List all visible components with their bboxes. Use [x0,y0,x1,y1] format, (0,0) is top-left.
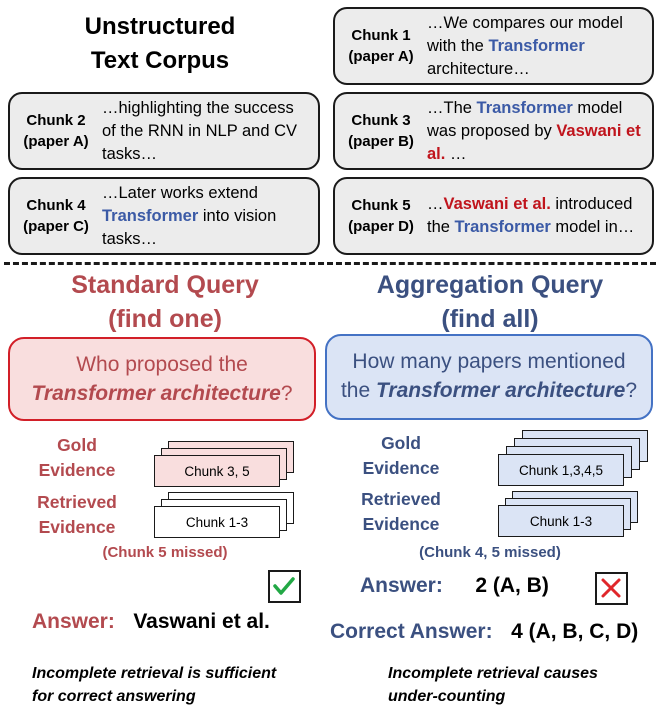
check-box [268,570,301,603]
highlight-term: Transformer [102,206,199,225]
check-icon [273,577,295,595]
aggregation-retrieved-evidence-label: Retrieved Evidence [361,489,441,534]
chunk-label: Chunk 3 (paper B) [348,112,414,150]
chunk-3-box: Chunk 3 (paper B) …The Transformer model… [333,92,654,170]
chunk-5-box: Chunk 5 (paper D) …Vaswani et al. introd… [333,177,654,255]
standard-retrieved-evidence-label: Retrieved Evidence [37,492,117,537]
chunk-text: …highlighting the success of the RNN in … [102,97,318,166]
highlight-term: Transformer [476,98,573,117]
aggregation-gold-evidence-label: Gold Evidence [362,433,440,478]
standard-note: Incomplete retrieval is sufficient for c… [32,665,277,705]
aggregation-answer: Answer: 2 (A, B) [360,574,549,598]
chunk-4-box: Chunk 4 (paper C) …Later works extend Tr… [8,177,320,255]
chunk-text-segment: …Later works extend [102,183,258,202]
aggregation-retrieved-card: Chunk 1-3 [498,505,624,537]
chunk-text: …Vaswani et al. introduced the Transform… [427,193,652,239]
standard-answer: Answer: Vaswani et al. [32,610,270,634]
chunk-1-box: Chunk 1 (paper A) …We compares our model… [333,7,654,85]
chunk-label: Chunk 2 (paper A) [23,112,89,150]
chunk-text-segment: model in… [550,218,635,236]
chunk-text-segment: …We compares our model with the [427,13,623,55]
corpus-title: Unstructured Text Corpus [40,10,280,78]
chunk-text-segment: into vision tasks… [102,206,277,248]
standard-query-title: Standard Query (find one) [71,271,259,333]
aggregation-query-title: Aggregation Query (find all) [376,271,604,333]
chunk-text-segment: model was proposed by [427,98,623,140]
standard-question-box: Who proposed the Transformer architectur… [8,337,316,421]
standard-retrieved-card: Chunk 1-3 [154,506,280,538]
chunk-text: …We compares our model with the Transfor… [427,12,652,81]
aggregation-gold-card: Chunk 1,3,4,5 [498,454,624,486]
highlight-author: Vaswani et al. [427,121,641,163]
aggregation-correct-answer: Correct Answer: 4 (A, B, C, D) [330,620,638,644]
chunk-label: Chunk 4 (paper C) [23,197,89,235]
chunk-2-box: Chunk 2 (paper A) …highlighting the succ… [8,92,320,170]
standard-missed-note: (Chunk 5 missed) [102,544,228,561]
aggregation-question-emphasis: Transformer architecture [375,379,626,402]
highlight-author: Vaswani et al. [443,195,551,213]
section-divider [4,262,656,265]
aggregation-answer-value: 2 (A, B) [475,574,549,597]
chunk-text: …The Transformer model was proposed by V… [427,97,652,166]
chunk-text-segment: architecture… [427,59,530,78]
aggregation-correct-value: 4 (A, B, C, D) [511,620,639,643]
cross-box [595,572,628,605]
chunk-text-segment: …The [427,98,477,117]
standard-gold-evidence-label: Gold Evidence [38,435,116,480]
standard-gold-card: Chunk 3, 5 [154,455,280,487]
chunk-label: Chunk 5 (paper D) [348,197,414,235]
chunk-text-segment: …highlighting the success of the RNN in … [102,98,298,163]
aggregation-correct-label: Correct Answer: [330,620,493,643]
standard-question-emphasis: Transformer architecture [31,382,281,405]
chunk-text-segment: … [445,144,467,163]
chunk-text-segment: introduced the [427,195,633,236]
chunk-text-segment: … [427,195,444,213]
standard-answer-value: Vaswani et al. [133,610,270,633]
aggregation-question-box: How many papers mentioned the Transforme… [325,334,653,420]
chunk-label: Chunk 1 (paper A) [348,27,414,65]
highlight-term: Transformer [454,218,551,236]
corpus-title-line1: Unstructured [84,13,236,40]
corpus-title-line2: Text Corpus [90,47,230,74]
standard-answer-label: Answer: [32,610,115,633]
cross-icon [601,578,621,598]
aggregation-answer-label: Answer: [360,574,443,597]
highlight-term: Transformer [488,36,585,55]
chunk-text: …Later works extend Transformer into vis… [102,182,318,251]
aggregation-note: Incomplete retrieval causes under-counti… [388,665,598,705]
aggregation-missed-note: (Chunk 4, 5 missed) [419,544,561,561]
